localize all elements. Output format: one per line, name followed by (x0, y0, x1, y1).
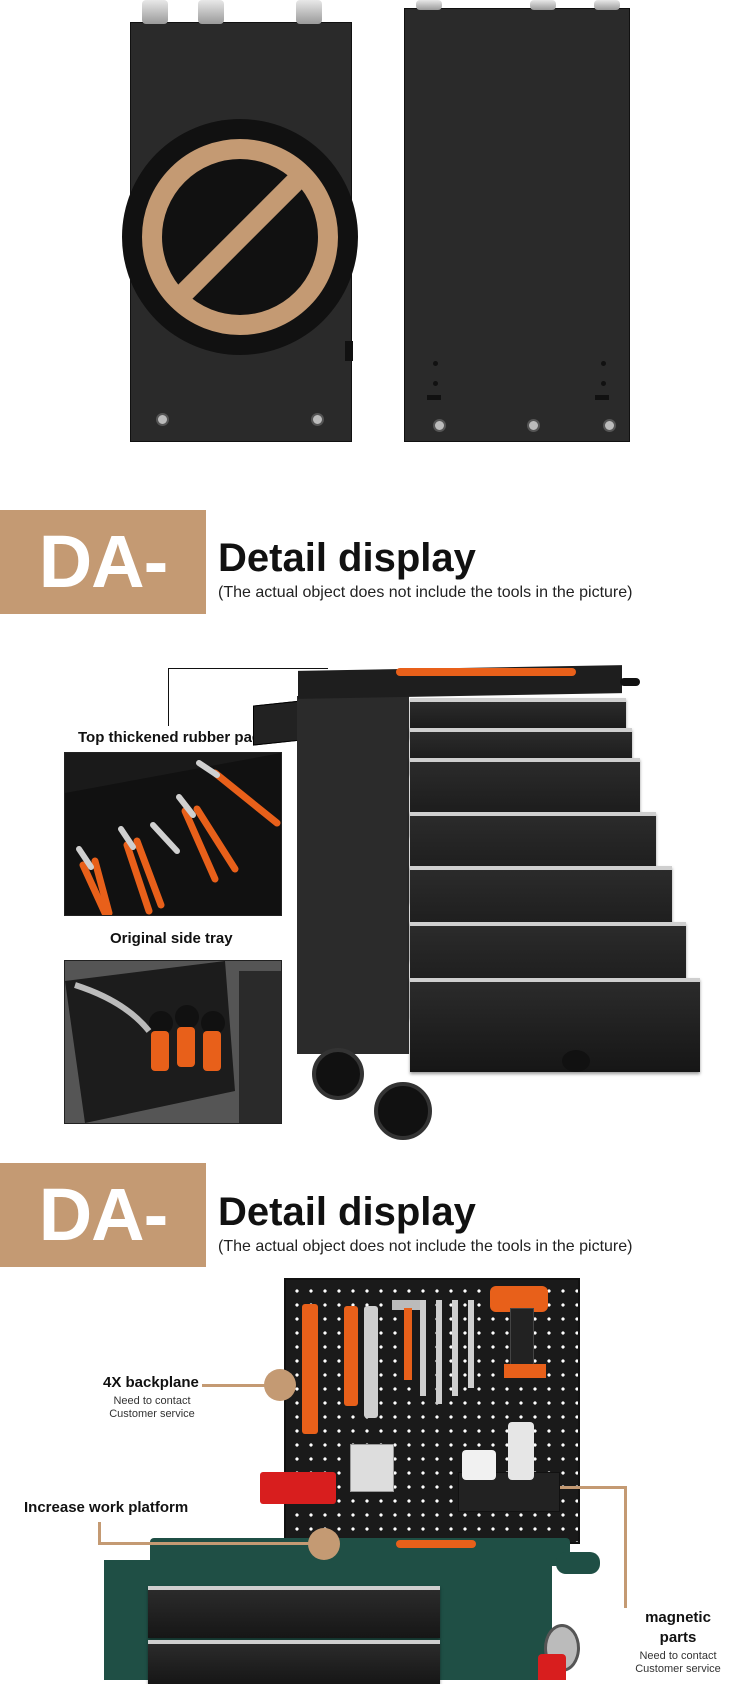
section-subtitle: (The actual object does not include the … (218, 1238, 633, 1255)
screw (603, 419, 616, 432)
cart-handle (620, 678, 640, 686)
magnetic-callout-line (624, 1486, 627, 1608)
hole (601, 381, 606, 386)
backplane-callout-dot (264, 1369, 296, 1401)
slot (427, 395, 441, 400)
backplane-callout-line (202, 1384, 280, 1387)
wrench (436, 1300, 442, 1404)
drawer (410, 978, 700, 1072)
screw (156, 413, 169, 426)
drill-bit-case (350, 1444, 394, 1492)
wrench (452, 1300, 458, 1396)
cabinet-handle (296, 0, 322, 24)
cabinet-side-view (404, 8, 630, 442)
power-drill (490, 1286, 548, 1312)
side-tray-label: Original side tray (110, 930, 233, 947)
cart-side-handle (556, 1552, 600, 1574)
prohibited-sign-icon (122, 119, 358, 355)
drill-battery (504, 1364, 546, 1378)
red-spray-can (538, 1654, 566, 1680)
hole (433, 381, 438, 386)
hole (433, 361, 438, 366)
platform-callout-line (98, 1542, 324, 1545)
model-badge: DA-45 (0, 1163, 206, 1360)
hole (601, 361, 606, 366)
cabinet-handle (142, 0, 168, 24)
cabinet-handle (530, 0, 556, 10)
caster-wheel (374, 1082, 432, 1140)
backplane-note-line1: Need to contact (113, 1395, 191, 1407)
drawer (148, 1586, 440, 1638)
container-white (462, 1450, 496, 1480)
platform-callout-line (98, 1522, 101, 1544)
slot (595, 395, 609, 400)
screw (433, 419, 446, 432)
caster-wheel (562, 1050, 590, 1072)
hammer-handle (404, 1308, 412, 1380)
magnetic-note-line1: Need to contact (639, 1650, 717, 1662)
section-subtitle: (The actual object does not include the … (218, 584, 633, 601)
spray-bottle (508, 1422, 534, 1480)
backplane-note-line2: Customer service (109, 1408, 195, 1420)
rubber-pad-label: Top thickened rubber pad (78, 729, 262, 746)
magnetic-label-line1: magnetic (645, 1609, 711, 1626)
pliers-tools-image (65, 753, 281, 915)
wrench (468, 1300, 474, 1388)
socket-rail (302, 1304, 318, 1434)
platform-label: Increase work platform (24, 1499, 189, 1516)
backplane-label: 4X backplane (103, 1374, 199, 1391)
power-drill-grip (510, 1308, 534, 1370)
side-tray-inset (64, 960, 282, 1124)
caster-wheel (312, 1048, 364, 1100)
screw (311, 413, 324, 426)
platform-callout-dot (308, 1528, 340, 1560)
magnetic-note-line2: Customer service (635, 1663, 721, 1675)
magnetic-label-line2: parts (659, 1629, 697, 1646)
platform-tool (396, 1540, 476, 1548)
magnetic-label: magnetic parts (620, 1608, 736, 1648)
magnetic-callout-line (560, 1486, 626, 1489)
magnetic-note: Need to contact Customer service (626, 1650, 730, 1676)
cart-side-panel (297, 696, 409, 1054)
hammer (392, 1300, 426, 1310)
side-tray-image (65, 961, 281, 1123)
screw (527, 419, 540, 432)
callout-line (168, 668, 169, 726)
socket-rail (344, 1306, 358, 1406)
tools-on-top (396, 668, 576, 676)
section-title: Detail display (218, 536, 476, 580)
cabinet-handle (198, 0, 224, 24)
red-parts-bin (260, 1472, 336, 1504)
wrench (420, 1300, 426, 1396)
cabinet-handle (594, 0, 620, 10)
model-badge: DA-27 (0, 510, 206, 707)
socket-rail (364, 1306, 378, 1418)
side-notch (345, 341, 353, 361)
drawer (148, 1640, 440, 1684)
cabinet-handle (416, 0, 442, 10)
rubber-pad-inset (64, 752, 282, 916)
callout-line (168, 668, 328, 669)
backplane-note: Need to contact Customer service (100, 1395, 204, 1421)
section-title: Detail display (218, 1190, 476, 1234)
